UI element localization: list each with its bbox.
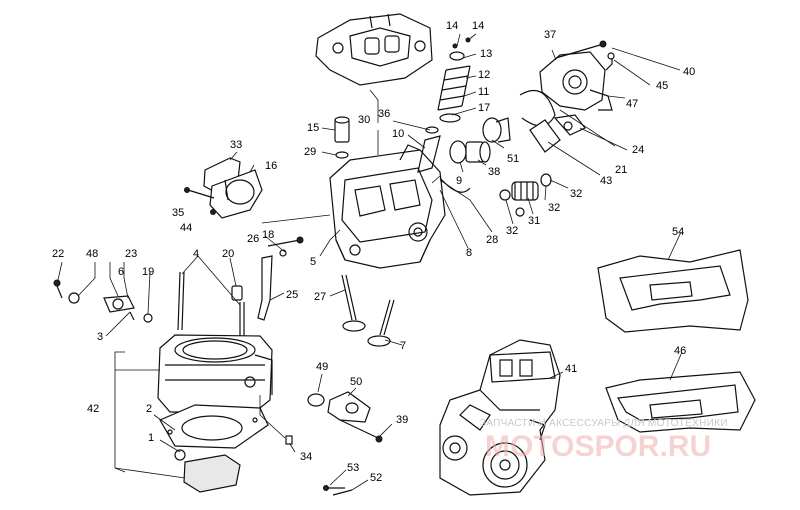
label-29: 29 <box>304 146 316 158</box>
label-10: 10 <box>392 128 404 140</box>
rocker-parts <box>439 117 511 193</box>
label-38: 38 <box>488 166 500 178</box>
label-19: 19 <box>142 266 154 278</box>
label-2: 2 <box>146 403 152 415</box>
label-50: 50 <box>350 376 362 388</box>
label-14a: 14 <box>446 20 458 32</box>
bolts-bottom <box>285 435 353 496</box>
label-40: 40 <box>683 66 695 78</box>
label-42: 42 <box>87 403 99 415</box>
hose-fitting <box>307 391 383 443</box>
label-51: 51 <box>507 153 519 165</box>
valve-spring-stack <box>417 37 471 173</box>
label-31: 31 <box>528 215 540 227</box>
label-6: 6 <box>118 266 124 278</box>
label-53: 53 <box>347 462 359 474</box>
cover-46 <box>605 371 756 433</box>
head-cover <box>315 13 433 86</box>
label-45: 45 <box>656 80 668 92</box>
watermark-brand: MOTOSPOR.RU <box>485 430 711 463</box>
watermark-subtitle: ЗАПЧАСТИ И АКСЕССУАРЫ ДЛЯ МОТОТЕХНИКИ <box>480 418 728 429</box>
label-15: 15 <box>307 122 319 134</box>
label-52: 52 <box>370 472 382 484</box>
label-17: 17 <box>478 102 490 114</box>
label-46: 46 <box>674 345 686 357</box>
label-33: 33 <box>230 139 242 151</box>
label-1: 1 <box>148 432 154 444</box>
label-22: 22 <box>52 248 64 260</box>
label-12: 12 <box>478 69 490 81</box>
label-27: 27 <box>314 291 326 303</box>
engine-assembly <box>439 339 561 496</box>
intake-manifold <box>184 157 263 219</box>
label-7: 7 <box>400 340 406 352</box>
label-35: 35 <box>172 207 184 219</box>
label-5: 5 <box>310 256 316 268</box>
label-21: 21 <box>615 164 627 176</box>
callout-labels: 14 14 13 12 11 17 36 30 15 29 10 51 9 38… <box>52 20 695 484</box>
label-34: 34 <box>300 451 312 463</box>
label-23: 23 <box>125 248 137 260</box>
label-3: 3 <box>97 331 103 343</box>
part-20 <box>231 285 243 301</box>
left-small-parts <box>53 279 153 323</box>
label-32b: 32 <box>548 202 560 214</box>
label-54: 54 <box>672 226 684 238</box>
label-16: 16 <box>265 160 277 172</box>
label-25: 25 <box>286 289 298 301</box>
label-48: 48 <box>86 248 98 260</box>
label-28: 28 <box>486 234 498 246</box>
label-44: 44 <box>180 222 192 234</box>
studs <box>177 271 245 345</box>
label-39: 39 <box>396 414 408 426</box>
parts-18-25-26 <box>257 236 304 321</box>
label-13: 13 <box>480 48 492 60</box>
label-41: 41 <box>565 363 577 375</box>
label-36: 36 <box>378 108 390 120</box>
label-32c: 32 <box>570 188 582 200</box>
base-gasket <box>159 404 269 449</box>
pump-cover <box>519 40 615 153</box>
watermark: ЗАПЧАСТИ И АКСЕССУАРЫ ДЛЯ МОТОТЕХНИКИ MO… <box>480 418 728 463</box>
label-32a: 32 <box>506 225 518 237</box>
label-24: 24 <box>632 144 644 156</box>
cover-54 <box>597 249 749 333</box>
label-49: 49 <box>316 361 328 373</box>
label-37: 37 <box>544 29 556 41</box>
label-14b: 14 <box>472 20 484 32</box>
cylinder <box>157 334 273 413</box>
label-30: 30 <box>358 114 370 126</box>
label-20: 20 <box>222 248 234 260</box>
small-parts-15-29 <box>334 116 350 159</box>
label-47: 47 <box>626 98 638 110</box>
label-4: 4 <box>193 248 199 260</box>
lower-part <box>174 449 241 493</box>
label-43: 43 <box>600 175 612 187</box>
leader-lines <box>57 33 683 491</box>
valves <box>341 274 395 347</box>
balancer-parts <box>499 173 552 217</box>
label-9: 9 <box>456 175 462 187</box>
label-8: 8 <box>466 247 472 259</box>
cylinder-head <box>329 144 446 269</box>
label-18: 18 <box>262 229 274 241</box>
label-11: 11 <box>478 86 489 98</box>
label-26: 26 <box>247 233 259 245</box>
